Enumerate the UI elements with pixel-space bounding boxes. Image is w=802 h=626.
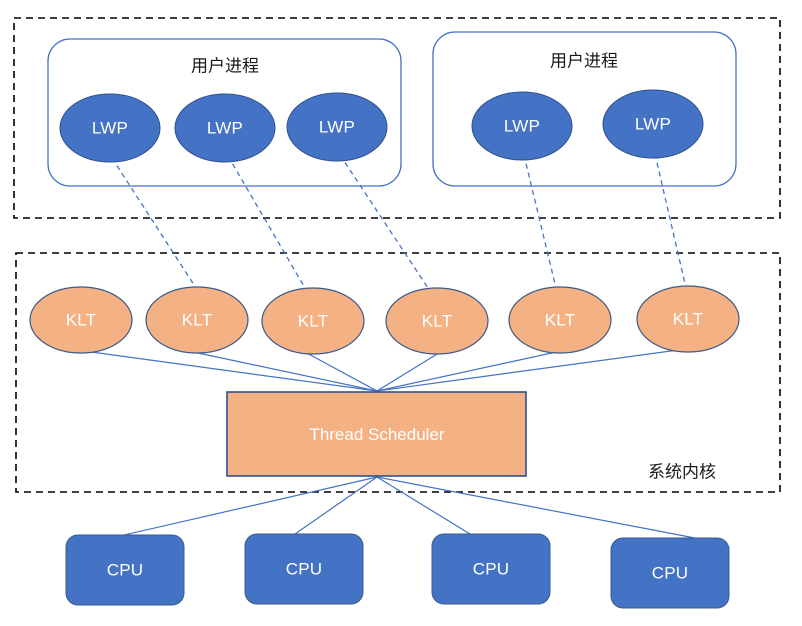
thread-scheduler-label: Thread Scheduler bbox=[309, 425, 445, 444]
cpu-box-4[interactable] bbox=[610, 537, 730, 609]
cpu-box-3[interactable] bbox=[431, 533, 551, 605]
thread-scheduler-box[interactable] bbox=[226, 391, 527, 477]
lwp-thread-shapes bbox=[59, 89, 704, 163]
cpu-box-1[interactable] bbox=[65, 534, 185, 606]
connector-klt4-scheduler bbox=[376, 350, 443, 392]
lwp-ellipse-3[interactable] bbox=[286, 92, 388, 162]
connector-klt6-scheduler bbox=[376, 346, 701, 392]
klt-ellipse-3[interactable] bbox=[261, 287, 365, 355]
user-space-dashed-boundary bbox=[13, 17, 781, 219]
connector-lwp1-klt2 bbox=[111, 157, 197, 289]
scheduler-cpu-connectors bbox=[123, 476, 701, 540]
kernel-dashed-boundary bbox=[15, 252, 781, 493]
connector-klt2-scheduler bbox=[183, 349, 378, 392]
klt-ellipse-4[interactable] bbox=[385, 287, 489, 355]
cpu-box-2[interactable] bbox=[244, 533, 364, 605]
lwp-ellipse-2[interactable] bbox=[174, 93, 276, 163]
connector-scheduler-cpu4 bbox=[376, 476, 701, 540]
lwp-ellipse-4[interactable] bbox=[471, 91, 573, 161]
cpu-shapes bbox=[65, 533, 730, 609]
connector-scheduler-cpu1 bbox=[123, 476, 378, 536]
user-process-title-1: 用户进程 bbox=[191, 56, 259, 76]
connector-klt3-scheduler bbox=[302, 350, 378, 392]
klt-ellipse-5[interactable] bbox=[508, 286, 612, 354]
connector-scheduler-cpu3 bbox=[376, 476, 471, 535]
klt-ellipse-1[interactable] bbox=[29, 286, 133, 354]
connector-lwp4-klt5 bbox=[523, 154, 557, 289]
klt-scheduler-connectors bbox=[61, 346, 701, 392]
connector-lwp2-klt3 bbox=[227, 155, 306, 289]
connector-klt5-scheduler bbox=[376, 348, 571, 392]
connector-scheduler-cpu2 bbox=[294, 476, 378, 535]
kernel-label: 系统内核 bbox=[648, 462, 716, 482]
connector-klt1-scheduler bbox=[61, 347, 378, 392]
klt-ellipse-2[interactable] bbox=[145, 286, 249, 354]
connector-lwp5-klt6 bbox=[654, 153, 687, 289]
user-process-title-2: 用户进程 bbox=[550, 51, 618, 71]
lwp-ellipse-5[interactable] bbox=[602, 89, 704, 159]
kernel-thread-shapes bbox=[29, 285, 740, 355]
klt-ellipse-6[interactable] bbox=[636, 285, 740, 353]
lwp-ellipse-1[interactable] bbox=[59, 93, 161, 163]
lwp-klt-connectors bbox=[111, 153, 687, 289]
